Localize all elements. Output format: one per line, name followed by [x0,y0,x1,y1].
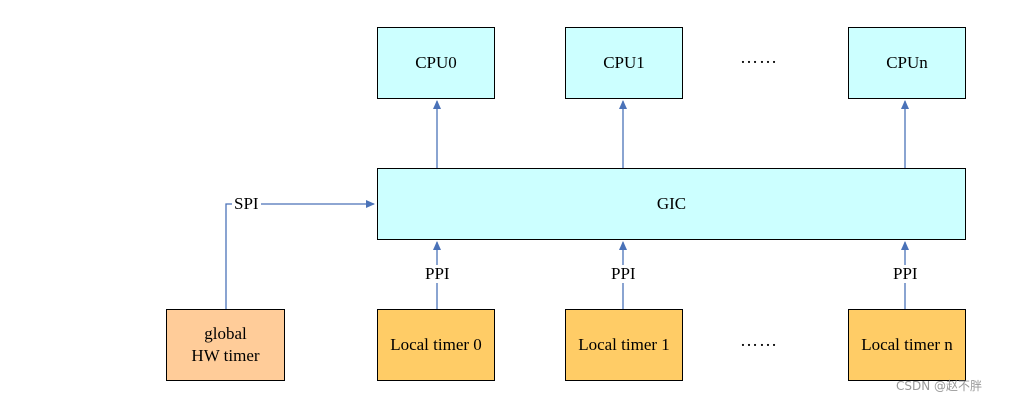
local-timer-0-label: Local timer 0 [390,335,482,354]
cpu-ellipsis: …… [740,47,778,67]
cpun-label: CPUn [886,53,928,72]
ppi-label-n: PPI [891,264,920,283]
local-timer-n-box: Local timer n [848,309,966,381]
local-timer-1-label: Local timer 1 [578,335,670,354]
ppi-label-0: PPI [423,264,452,283]
cpu0-box: CPU0 [377,27,495,99]
arrow-global-timer-to-gic [225,200,375,309]
cpu0-label: CPU0 [415,53,457,72]
local-timer-0-box: Local timer 0 [377,309,495,381]
csdn-watermark: CSDN @赵不胖 [896,379,983,393]
timer-ellipsis: …… [740,330,778,350]
global-timer-line2: HW timer [191,346,260,365]
cpu1-box: CPU1 [565,27,683,99]
gic-box: GIC [377,168,966,240]
spi-label: SPI [232,194,261,213]
local-timer-n-label: Local timer n [861,335,953,354]
gic-label: GIC [656,194,687,213]
cpu1-label: CPU1 [603,53,645,72]
local-timer-1-box: Local timer 1 [565,309,683,381]
global-timer-line1: global [204,324,247,343]
ppi-label-1: PPI [609,264,638,283]
cpun-box: CPUn [848,27,966,99]
global-hw-timer-box: global HW timer [166,309,285,381]
